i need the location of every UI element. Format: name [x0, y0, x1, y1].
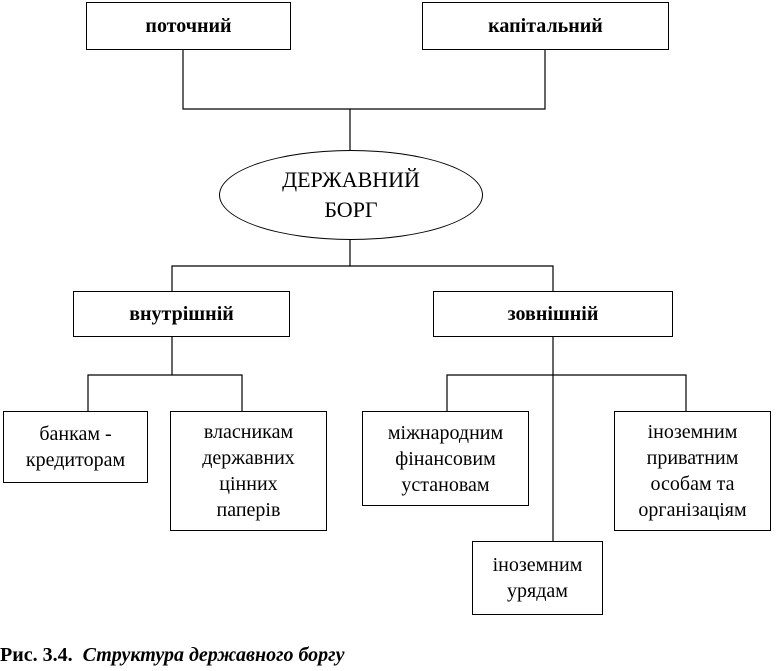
banks-creditors-box: банкам - кредиторам: [3, 411, 148, 483]
intl-institutions-label: міжнародним фінансовим установам: [387, 421, 504, 496]
state-debt-ellipse: ДЕРЖАВНИЙ БОРГ: [219, 150, 483, 240]
internal-debt-box: внутрішній: [73, 291, 290, 337]
foreign-governments-box: іноземним урядам: [472, 541, 603, 615]
capital-debt-label: капітальний: [488, 14, 603, 37]
figure-number: Рис. 3.4.: [0, 644, 73, 666]
foreign-governments-label: іноземним урядам: [492, 554, 583, 602]
internal-debt-label: внутрішній: [129, 302, 234, 325]
current-debt-box: поточний: [86, 2, 291, 50]
capital-debt-box: капітальний: [422, 2, 669, 50]
figure-caption: Рис. 3.4. Структура державного боргу: [0, 644, 344, 667]
external-debt-box: зовнішній: [433, 291, 673, 337]
state-debt-label: ДЕРЖАВНИЙ БОРГ: [282, 167, 420, 222]
security-owners-box: власникам державних цінних паперів: [170, 411, 327, 531]
current-debt-label: поточний: [145, 14, 232, 37]
foreign-private-label: іноземним приватним особам та організаці…: [638, 421, 747, 521]
security-owners-label: власникам державних цінних паперів: [202, 421, 295, 521]
banks-creditors-label: банкам - кредиторам: [25, 423, 126, 471]
figure-title: Структура державного боргу: [82, 644, 345, 666]
intl-institutions-box: міжнародним фінансовим установам: [362, 411, 529, 506]
foreign-private-box: іноземним приватним особам та організаці…: [614, 411, 771, 531]
external-debt-label: зовнішній: [507, 302, 599, 325]
